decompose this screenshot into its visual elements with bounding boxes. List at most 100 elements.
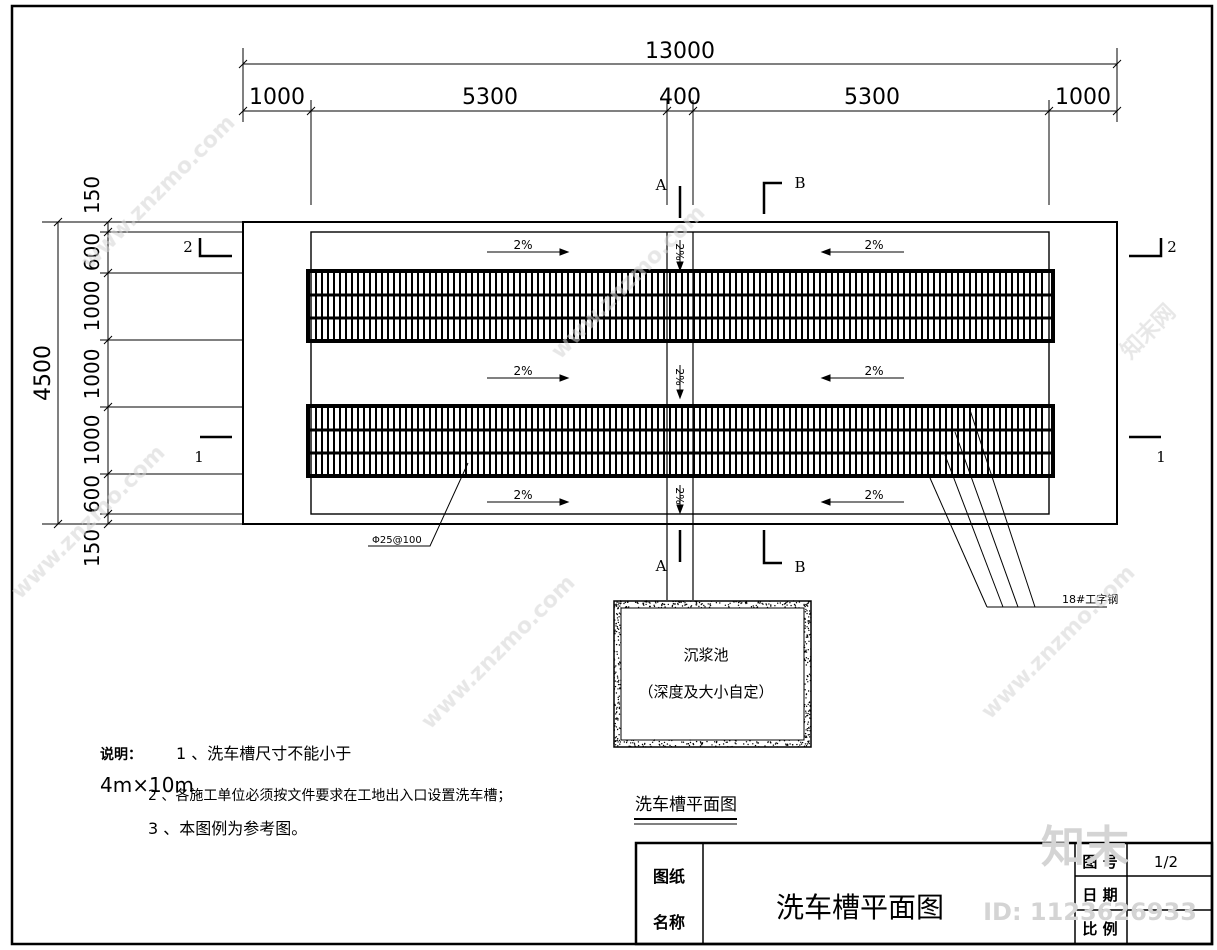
hatch-dot	[616, 728, 619, 731]
hatch-dot	[617, 639, 620, 641]
hatch-dot	[617, 681, 620, 683]
hatch-dot	[616, 627, 619, 629]
hatch-dot	[616, 601, 618, 603]
hatch-dot	[615, 671, 617, 673]
hatch-dot	[616, 706, 618, 709]
title-block-drawing-no: 1/2	[1154, 853, 1178, 871]
hatch-dot	[805, 643, 808, 645]
hatch-dot	[658, 743, 660, 746]
section-2-left: 2	[183, 238, 193, 256]
hatch-dot	[758, 746, 760, 748]
hatch-dot	[617, 738, 619, 740]
hatch-dot	[804, 651, 806, 653]
hatch-dot	[747, 743, 749, 746]
hatch-dot	[809, 704, 811, 707]
hatch-dot	[614, 685, 617, 688]
hatch-dot	[613, 657, 615, 660]
hatch-dot	[750, 606, 753, 608]
hatch-dot	[617, 718, 619, 720]
grating-lower	[306, 404, 1055, 478]
hatch-dot	[680, 601, 682, 604]
hatch-dot	[735, 740, 737, 742]
hatch-dot	[616, 613, 619, 616]
hatch-dot	[804, 618, 806, 620]
hatch-dot	[613, 677, 615, 679]
hatch-dot	[719, 602, 721, 604]
hatch-dot	[689, 741, 692, 744]
hatch-dot	[775, 742, 777, 744]
hatch-dot	[808, 640, 810, 642]
hatch-dot	[807, 740, 809, 743]
hatch-dot	[786, 744, 789, 746]
hatch-dot	[789, 743, 791, 745]
hatch-dot	[649, 602, 651, 604]
watermark-text-4: www.znzmo.com	[417, 570, 581, 734]
hatch-dot	[706, 740, 708, 743]
hatch-dot	[776, 742, 779, 745]
dim-row-1: 150	[80, 176, 104, 214]
hatch-dot	[810, 690, 812, 692]
hatch-dot	[664, 745, 666, 747]
hatch-dot	[709, 603, 711, 605]
hatch-dot	[722, 743, 725, 745]
slope-label-3: 2%	[513, 364, 532, 378]
hatch-dot	[807, 729, 809, 732]
hatch-dot	[685, 604, 687, 606]
hatch-dot	[615, 726, 618, 728]
hatch-dot	[790, 604, 792, 607]
hatch-dot	[762, 603, 764, 605]
sediment-tank-hatch	[613, 600, 812, 748]
hatch-dot	[624, 601, 626, 604]
hatch-dot	[655, 602, 657, 604]
hatch-dot	[613, 650, 616, 653]
hatch-dot	[687, 606, 690, 609]
hatch-dot	[798, 607, 800, 609]
hatch-dot	[613, 606, 616, 608]
slope-arrows	[487, 240, 904, 515]
hatch-dot	[766, 606, 769, 609]
hatch-dot	[645, 601, 647, 603]
hatch-dot	[809, 600, 811, 602]
hatch-dot	[695, 604, 697, 606]
drawing-frame	[10, 4, 1214, 946]
hatch-dot	[653, 604, 655, 606]
hatch-dot	[735, 743, 737, 745]
hatch-dot	[671, 604, 674, 607]
hatch-dot	[798, 601, 801, 603]
hatch-dot	[810, 613, 812, 615]
hatch-dot	[614, 725, 616, 727]
hatch-dot	[783, 740, 786, 742]
hatch-dot	[810, 717, 812, 720]
hatch-dot	[718, 744, 721, 746]
hatch-dot	[614, 629, 616, 631]
hatch-dot	[670, 746, 673, 748]
hatch-dot	[628, 606, 630, 608]
hatch-dot	[808, 673, 811, 675]
hatch-dot	[809, 660, 811, 662]
hatch-dot	[624, 606, 627, 608]
hatch-dot	[613, 688, 616, 690]
hatch-dot	[753, 606, 755, 609]
hatch-dot	[615, 643, 618, 646]
hatch-dot	[618, 602, 620, 604]
hatch-dot	[617, 702, 619, 704]
sediment-tank-outer	[613, 600, 812, 748]
hatch-dot	[619, 605, 621, 607]
hatch-dot	[649, 605, 651, 608]
hatch-dot	[792, 744, 794, 746]
hatch-dot	[807, 690, 810, 692]
hatch-dot	[653, 605, 656, 608]
hatch-dot	[637, 744, 640, 747]
hatch-dot	[616, 739, 619, 741]
hatch-dot	[623, 602, 625, 605]
hatch-dot	[618, 632, 620, 634]
hatch-dot	[615, 717, 617, 720]
hatch-dot	[805, 697, 807, 699]
hatch-dot	[800, 743, 803, 745]
hatch-dot	[617, 635, 619, 638]
notes-heading: 说明：	[100, 746, 142, 763]
watermark-text-5: www.znzmo.com	[977, 560, 1141, 724]
hatch-dot	[807, 636, 809, 638]
hatch-dot	[806, 728, 809, 730]
hatch-dot	[657, 601, 659, 603]
